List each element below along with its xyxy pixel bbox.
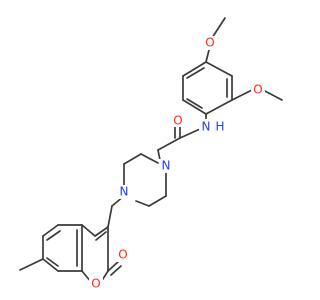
- bonds: [19, 17, 283, 283]
- bond-c4-c3-double: [95, 231, 107, 241]
- atom-o-methoxy-right: O: [253, 83, 262, 97]
- atom-amide-o: O: [173, 114, 182, 128]
- atom-lactone-o: O: [118, 248, 127, 262]
- bond-carbonyl-ch2: [157, 137, 181, 151]
- bond-ar3: [205, 99, 233, 115]
- bond-ar4-double: [186, 98, 203, 109]
- bond-c-o-double-1: [107, 260, 120, 272]
- bond-ar1: [205, 61, 233, 77]
- bond-c2b-c1: [42, 224, 59, 237]
- atom-amide-h: H: [215, 120, 224, 134]
- bond-c8-c8-double: [46, 257, 59, 267]
- bond-pip2: [148, 195, 167, 207]
- bond-c8a-c8: [42, 258, 59, 272]
- atom-labels: O O N H O N N O O: [89, 36, 265, 291]
- bond-ch2-coumarin: [107, 205, 113, 228]
- bond-ring-o-right: [231, 89, 253, 101]
- atom-amide-n: N: [202, 120, 211, 134]
- bond-ch2-n: [157, 149, 161, 161]
- bond-ar6-double: [186, 67, 205, 79]
- bond-pip5: [123, 153, 142, 165]
- bond-o-right-methyl: [262, 89, 283, 101]
- atom-piperazine-n-upper: N: [162, 159, 171, 173]
- molecule-structure: O O N H O N N O O: [19, 17, 283, 291]
- bond-c8a-methyl: [19, 258, 44, 271]
- bond-ar4: [182, 99, 207, 115]
- bond-c3-c2: [81, 224, 96, 237]
- atom-o-methoxy-top: O: [205, 36, 214, 50]
- bond-methyl-top: [211, 17, 226, 39]
- bond-nh-carbonyl: [179, 128, 201, 139]
- bond-c4-c3: [94, 226, 109, 237]
- bond-pip6: [140, 153, 159, 164]
- atom-ring-o: O: [91, 277, 100, 291]
- bond-c-o-double-2: [110, 265, 122, 276]
- bond-c1-c1-double: [46, 230, 61, 241]
- bond-ar6: [182, 61, 207, 77]
- atom-piperazine-n-lower: N: [120, 185, 129, 199]
- bond-pip3: [135, 200, 150, 207]
